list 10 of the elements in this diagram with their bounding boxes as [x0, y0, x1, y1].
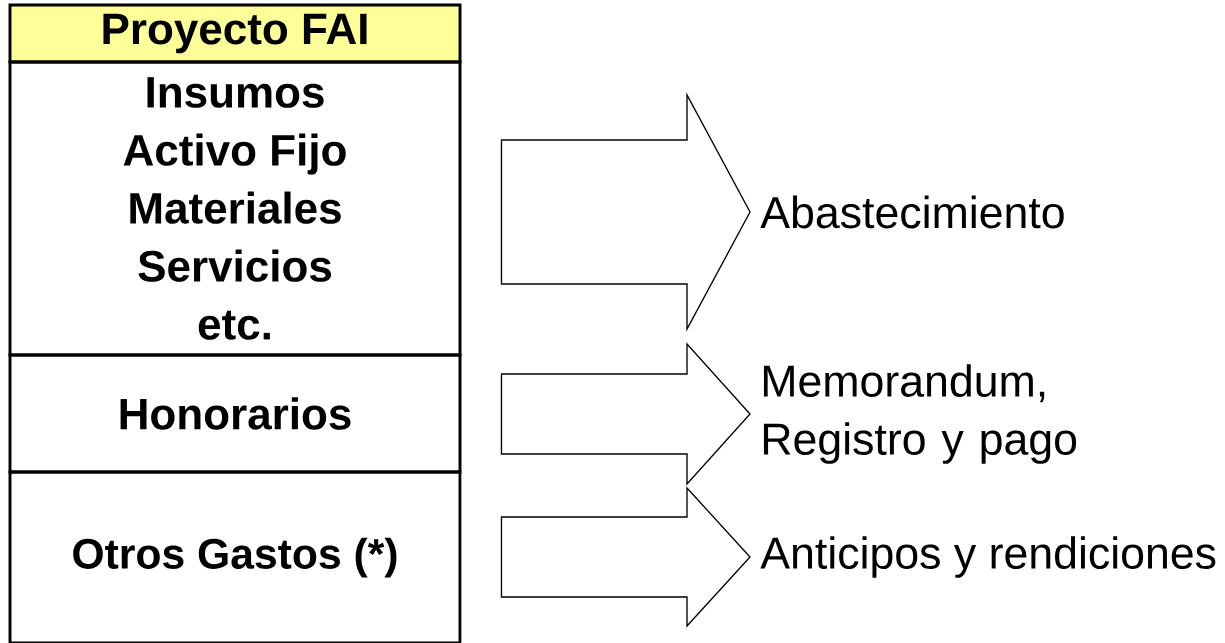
block-arrow	[500, 486, 751, 628]
block-arrow	[500, 342, 751, 486]
process-label: Anticipos y rendiciones	[760, 536, 1216, 578]
header-cell: Proyecto FAI	[8, 3, 462, 64]
process-label: Abastecimiento	[760, 195, 1064, 229]
process-label: Memorandum, Registro y pago	[763, 364, 1077, 464]
category-cell: Otros Gastos (*)	[8, 470, 462, 643]
category-cell: Honorarios	[8, 353, 462, 474]
block-arrow	[500, 92, 751, 332]
category-cell: Insumos Activo Fijo Materiales Servicios etc.	[8, 60, 462, 357]
